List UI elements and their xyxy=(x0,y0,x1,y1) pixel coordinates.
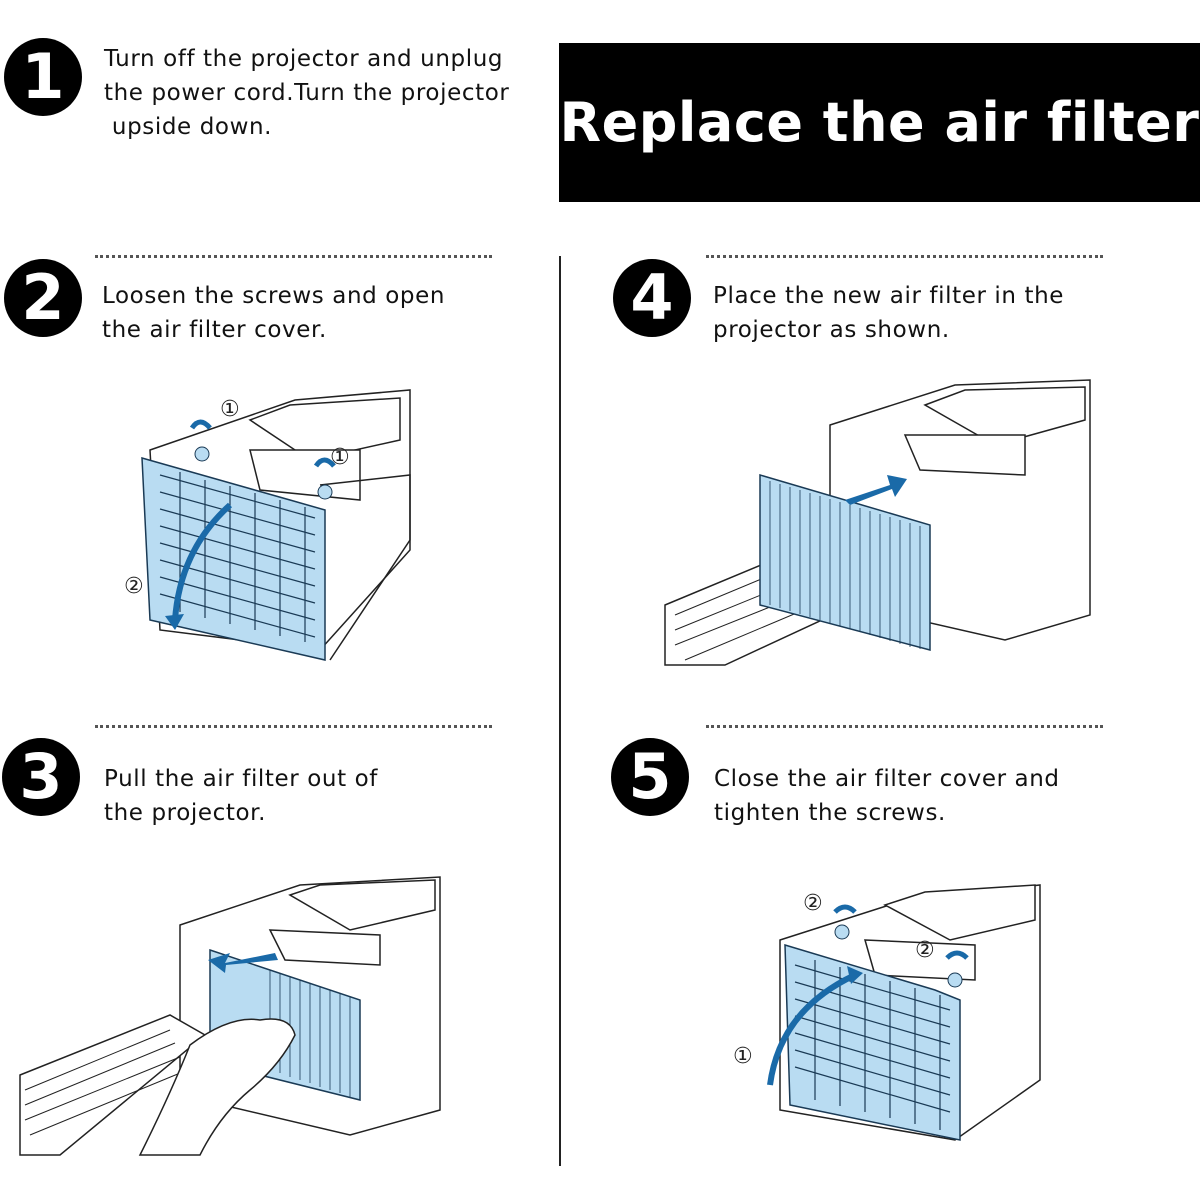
rotate-arrow-icon xyxy=(189,419,212,430)
column-divider xyxy=(559,256,561,1166)
callout-1a: ① xyxy=(220,397,240,422)
step-5-illustration: ② ② ① xyxy=(733,884,1041,1141)
screw-icon xyxy=(194,446,210,462)
cover-grille xyxy=(794,960,951,1130)
step-4-line-2: projector as shown. xyxy=(713,317,950,343)
title-banner: Replace the air filter xyxy=(559,43,1200,202)
step-5-text: Close the air filter cover and tighten t… xyxy=(714,762,1060,830)
step-3-badge: 3 xyxy=(2,738,80,816)
callout-2b: ② xyxy=(915,938,935,963)
step-4-text: Place the new air filter in the projecto… xyxy=(713,279,1064,347)
step-3-illustration xyxy=(19,876,441,1156)
step-1-line-2: the power cord.Turn the projector xyxy=(104,80,510,106)
callout-2a: ② xyxy=(803,891,823,916)
screw-icon xyxy=(947,972,963,988)
separator-step-5 xyxy=(706,725,1103,728)
filter-cover xyxy=(784,943,961,1141)
step-5-line-1: Close the air filter cover and xyxy=(714,766,1060,792)
pull-arrow-icon xyxy=(208,953,278,973)
page-title: Replace the air filter xyxy=(559,91,1200,154)
step-4-line-1: Place the new air filter in the xyxy=(713,283,1065,309)
callout-2: ② xyxy=(124,574,144,599)
tighten-arrow-icon xyxy=(945,950,969,960)
step-4-illustration xyxy=(664,379,1091,666)
step-2-illustration: ① ① ② xyxy=(124,389,411,661)
new-filter xyxy=(759,473,931,651)
screw-icon xyxy=(834,924,850,940)
step-3-line-1: Pull the air filter out of xyxy=(104,766,379,792)
insert-arrow-icon xyxy=(845,475,907,505)
cover-grille xyxy=(159,472,316,642)
step-1-badge: 1 xyxy=(4,38,82,116)
callout-1b: ① xyxy=(330,445,350,470)
close-arrow-icon xyxy=(767,972,857,1086)
open-arrow-icon xyxy=(172,502,233,621)
tighten-arrow-icon xyxy=(833,904,857,914)
separator-step-4 xyxy=(706,255,1103,258)
step-1-text: Turn off the projector and unplug the po… xyxy=(104,42,509,144)
step-5-badge: 5 xyxy=(611,738,689,816)
step-1-line-3: upside down. xyxy=(104,114,273,140)
hand xyxy=(138,1018,296,1156)
step-3-line-2: the projector. xyxy=(104,800,267,826)
screw-icon xyxy=(317,484,333,500)
step-1-line-1: Turn off the projector and unplug xyxy=(104,46,504,72)
step-5-line-2: tighten the screws. xyxy=(714,800,946,826)
rotate-arrow-icon xyxy=(313,457,336,468)
step-2-line-2: the air filter cover. xyxy=(102,317,327,343)
separator-step-2 xyxy=(95,255,492,258)
step-2-text: Loosen the screws and open the air filte… xyxy=(102,279,445,347)
callout-1: ① xyxy=(733,1044,753,1069)
step-2-badge: 2 xyxy=(4,259,82,337)
step-4-badge: 4 xyxy=(613,259,691,337)
step-2-line-1: Loosen the screws and open xyxy=(102,283,446,309)
separator-step-3 xyxy=(95,725,492,728)
step-3-text: Pull the air filter out of the projector… xyxy=(104,762,378,830)
